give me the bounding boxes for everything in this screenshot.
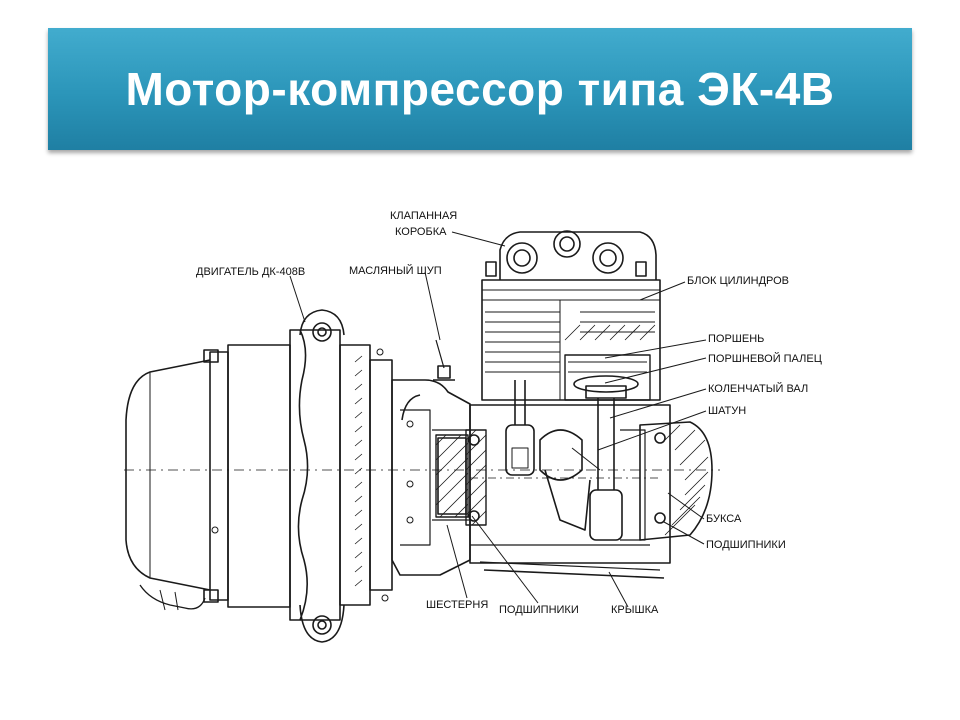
leader-lines [289,231,707,608]
label-piston-pin: ПОРШНЕВОЙ ПАЛЕЦ [708,352,822,365]
label-cylinder-block: БЛОК ЦИЛИНДРОВ [687,275,789,287]
title-bar: Мотор-компрессор типа ЭК-4В [48,28,912,150]
label-piston: ПОРШЕНЬ [708,333,764,345]
label-valve-box-line1: КЛАПАННАЯ [390,210,457,222]
label-motor: ДВИГАТЕЛЬ ДК-408В [196,266,305,278]
crankcase [391,379,671,579]
right-housing [639,421,713,541]
valve-box [485,230,657,280]
label-connecting-rod: ШАТУН [708,405,746,417]
bearing-left [468,434,480,522]
frame-hatch [354,355,363,587]
connecting-rods [505,380,623,541]
mounting-lugs [299,309,345,643]
label-bearings-bottom: ПОДШИПНИКИ [499,604,579,616]
motor-housing [125,329,393,621]
cylinder-block [481,279,661,401]
label-crankshaft: КОЛЕНЧАТЫЙ ВАЛ [708,382,808,395]
gear-hatch [435,429,487,526]
slide-title: Мотор-компрессор типа ЭК-4В [125,63,835,115]
piston-section [564,324,656,401]
oil-dipstick [433,339,455,381]
callout-labels: КЛАПАННАЯ КОРОБКА ДВИГАТЕЛЬ ДК-408В МАСЛ… [196,210,822,616]
crankshaft [470,429,660,541]
label-oil-dipstick: МАСЛЯНЫЙ ШУП [349,264,442,277]
label-valve-box-line2: КОРОБКА [395,226,447,238]
label-bearings-right: ПОДШИПНИКИ [706,539,786,551]
label-cover: КРЫШКА [611,604,659,616]
label-gear: ШЕСТЕРНЯ [426,599,488,611]
label-bushing: БУКСА [706,513,742,525]
